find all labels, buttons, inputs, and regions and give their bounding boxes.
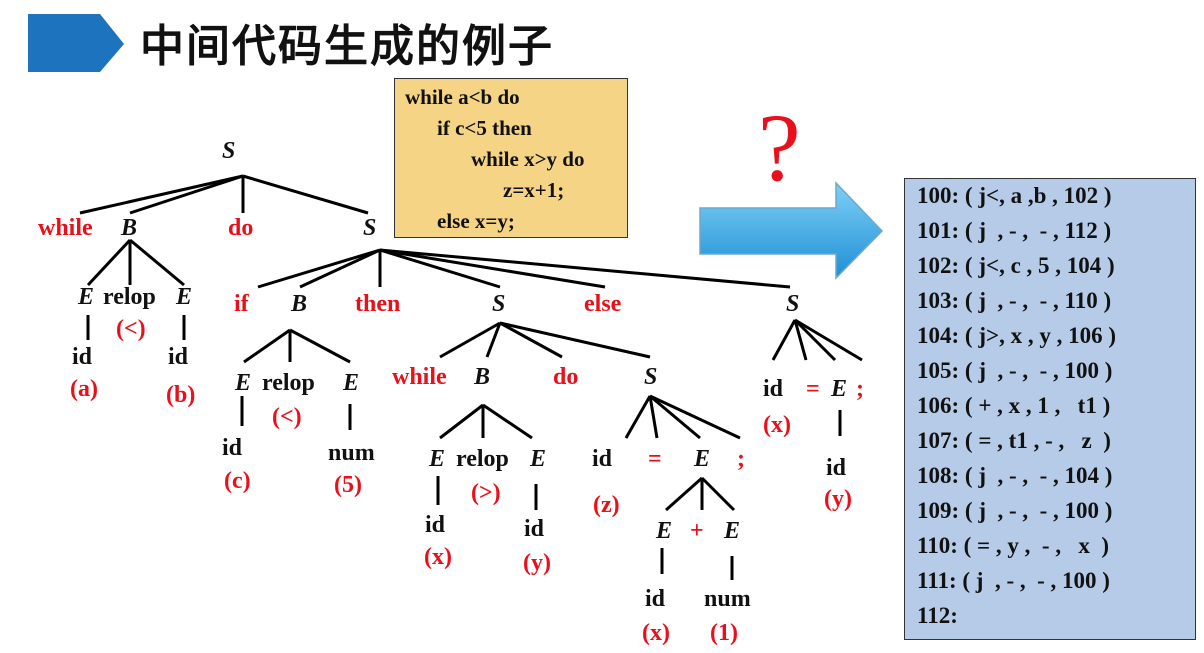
node-id-y2: id [826,455,847,481]
node-root-S: S [222,138,235,164]
node-do-2: do [553,364,578,390]
node-plus: + [690,518,704,544]
node-S-2: S [492,291,505,317]
quad-107: 107: ( = , t1 , - , z ) [917,428,1111,453]
quad-105: 105: ( j , - , - , 100 ) [917,358,1113,383]
node-eq-1: = [648,446,662,472]
source-code-box: while a<b do if c<5 then while x>y do z=… [394,78,628,238]
node-E-b2a: E [234,370,251,396]
node-y-1: (y) [523,550,551,576]
node-a: (a) [70,376,98,402]
code-line-2: if c<5 then [437,116,532,140]
quadruple-list: 100: ( j<, a ,b , 102 ) 101: ( j , - , -… [904,178,1196,640]
node-c: (c) [224,468,251,494]
code-line-5: else x=y; [437,209,515,233]
node-id-x2: id [645,586,666,612]
node-5: (5) [334,472,362,498]
node-x-1: (x) [424,544,452,570]
node-id-y: id [524,516,545,542]
node-x-3: (x) [763,412,791,438]
node-then: then [355,291,400,317]
node-E-s3b: E [723,518,740,544]
node-E-s3: E [693,446,710,472]
node-op-gt: (>) [471,480,501,506]
node-num-5: num [328,440,375,466]
node-eq-2: = [806,376,820,402]
node-id-a: id [72,344,93,370]
quad-104: 104: ( j>, x , y , 106 ) [917,323,1116,348]
node-id-b: id [168,344,189,370]
quad-109: 109: ( j , - , - , 100 ) [917,498,1113,523]
node-B-3: B [473,364,490,390]
quad-106: 106: ( + , x , 1 , t1 ) [917,393,1111,418]
node-semi-1: ; [737,446,745,472]
quad-112: 112: [917,603,958,628]
quad-100: 100: ( j<, a ,b , 102 ) [917,183,1112,208]
node-E-s4: E [830,376,847,402]
node-B-1: B [120,215,137,241]
node-B-2: B [290,291,307,317]
code-line-3: while x>y do [471,147,585,171]
node-E-b3b: E [529,446,546,472]
node-id-z: id [592,446,613,472]
question-mark: ? [758,94,801,201]
quad-101: 101: ( j , - , - , 112 ) [917,218,1112,243]
node-semi-2: ; [856,376,864,402]
node-do-1: do [228,215,253,241]
node-id-x3: id [763,376,784,402]
node-E-b1b: E [175,284,192,310]
node-id-c: id [222,435,243,461]
node-b: (b) [166,382,195,408]
node-while-1: while [38,215,93,241]
node-y-2: (y) [824,486,852,512]
node-E-b3a: E [428,446,445,472]
quad-102: 102: ( j<, c , 5 , 104 ) [917,253,1115,278]
node-op-lt-1: (<) [116,316,146,342]
quad-111: 111: ( j , - , - , 100 ) [917,568,1110,593]
node-E-b1a: E [77,284,94,310]
node-E-s3a: E [655,518,672,544]
node-op-lt-2: (<) [272,404,302,430]
node-num-1: num [704,586,751,612]
node-if: if [234,291,250,317]
node-relop-b3: relop [456,446,509,472]
node-relop-b1: relop [103,284,156,310]
node-id-x: id [425,512,446,538]
tree-labels: S while B do S E relop E id (<) id (a) (… [38,138,864,646]
node-1: (1) [710,620,738,646]
code-line-4: z=x+1; [503,178,565,202]
node-z: (z) [593,492,620,518]
node-S-4: S [786,291,799,317]
node-x-2: (x) [642,620,670,646]
tree-edges [79,174,863,580]
node-E-b2b: E [342,370,359,396]
node-else: else [584,291,622,317]
quad-103: 103: ( j , - , - , 110 ) [917,288,1112,313]
node-relop-b2: relop [262,370,315,396]
quad-108: 108: ( j , - , - , 104 ) [917,463,1113,488]
code-line-1: while a<b do [405,85,520,109]
node-S-1: S [363,215,376,241]
page-title: 中间代码生成的例子 [140,21,554,72]
node-S-3: S [644,364,657,390]
big-right-arrow-icon [699,181,884,280]
node-while-2: while [392,364,447,390]
quad-110: 110: ( = , y , - , x ) [917,533,1109,558]
title-chevron-fill [28,20,118,68]
